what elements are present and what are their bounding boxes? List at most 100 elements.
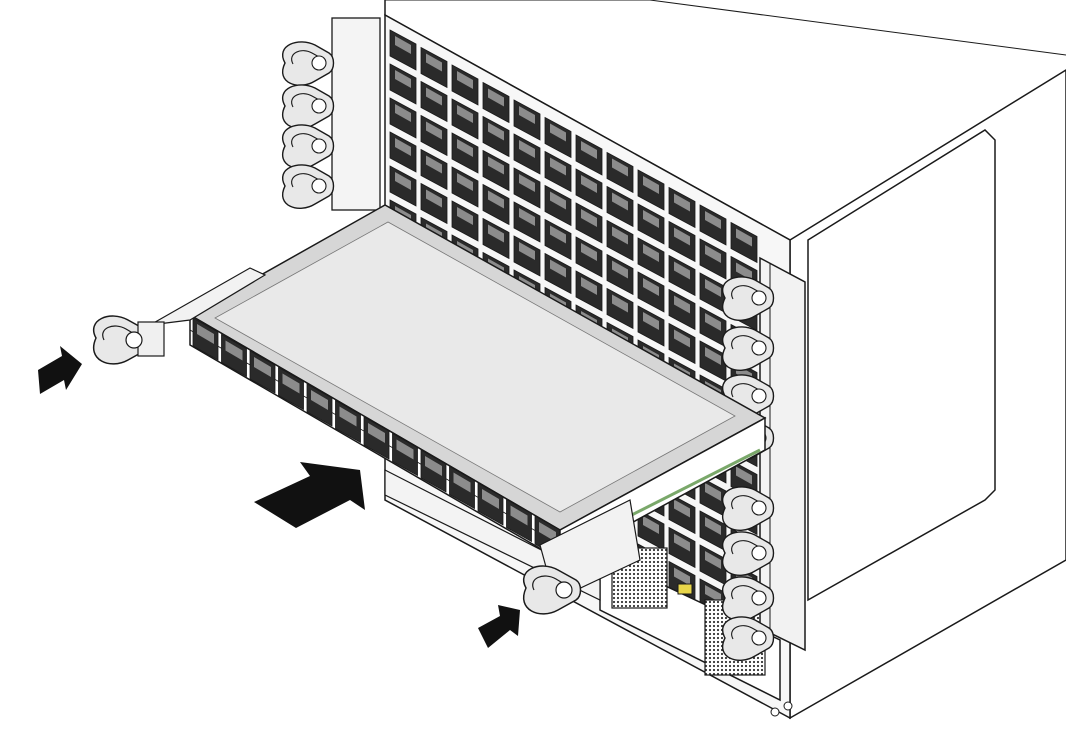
chassis-port (389, 97, 417, 139)
module-top-highlight (214, 221, 736, 513)
push-arrow-center (254, 462, 365, 528)
chassis-port (730, 221, 758, 264)
latch-screw (311, 98, 327, 114)
module-port (221, 333, 247, 378)
module-port (506, 498, 532, 543)
chassis-port (482, 81, 510, 124)
chassis-port (668, 492, 696, 535)
chassis-port (668, 526, 696, 569)
chassis-port (420, 148, 448, 191)
latch-screw (751, 630, 767, 646)
chassis-port (544, 184, 572, 227)
chassis-port (575, 134, 603, 176)
rail-latch (722, 616, 775, 661)
latch-screw (311, 55, 327, 71)
chassis-top-panel (385, 0, 1066, 56)
chassis-port (451, 64, 479, 106)
status-label (677, 583, 693, 595)
chassis-port (637, 237, 665, 279)
chassis-screw (783, 701, 793, 711)
chassis-port (668, 288, 696, 331)
chassis-port (699, 204, 727, 246)
chassis-port (668, 186, 696, 229)
chassis-port (451, 166, 479, 208)
latch-screw (125, 331, 143, 349)
chassis-side-panel (789, 69, 1066, 720)
module-port (363, 416, 390, 460)
chassis-port (451, 132, 479, 174)
chassis-port (389, 131, 417, 173)
module-port (192, 317, 219, 361)
rail-latch (722, 531, 775, 576)
latch-screw (751, 500, 767, 516)
module-port (278, 366, 304, 411)
chassis-port (482, 183, 510, 226)
module-port (335, 399, 361, 444)
chassis-port (513, 133, 541, 175)
chassis-port (575, 236, 603, 278)
chassis-port (513, 99, 541, 141)
chassis-port (482, 115, 510, 158)
module-port-row (192, 317, 561, 559)
chassis-port (451, 98, 479, 140)
chassis-port (544, 150, 572, 193)
chassis-latch (282, 164, 335, 209)
chassis-latch (282, 84, 335, 129)
chassis-port (482, 217, 510, 260)
chassis-port (637, 203, 665, 245)
chassis-port (544, 252, 572, 295)
rail-latch (722, 276, 775, 321)
chassis-port (544, 116, 572, 159)
chassis-port (606, 185, 634, 228)
chassis-port (513, 201, 541, 243)
module-port (477, 482, 504, 526)
chassis-screw (770, 707, 780, 717)
chassis-port (606, 219, 634, 262)
chassis-port (420, 182, 448, 225)
chassis-port (637, 305, 665, 347)
chassis-port (513, 235, 541, 277)
chassis-port (389, 63, 417, 105)
chassis-port (544, 218, 572, 261)
chassis-port (451, 200, 479, 242)
module-port (449, 465, 475, 510)
chassis-port (389, 29, 417, 71)
module-right-latch (523, 565, 582, 615)
module-rail-accent (611, 448, 761, 527)
rail-latch (722, 486, 775, 531)
module-port (420, 449, 447, 493)
chassis-port (575, 202, 603, 244)
module-port (249, 350, 276, 394)
latch-stack-frame (331, 17, 381, 211)
arrow-right-icon (38, 346, 82, 394)
module-port (392, 432, 418, 477)
chassis-port (482, 149, 510, 192)
module-left-latch (93, 315, 165, 365)
chassis-port (606, 151, 634, 194)
chassis-port (606, 253, 634, 296)
chassis-port (420, 114, 448, 157)
latch-screw (311, 138, 327, 154)
module-port (306, 383, 333, 427)
chassis-port (668, 254, 696, 297)
chassis-port (668, 322, 696, 365)
latch-screw (751, 590, 767, 606)
latch-screw (751, 545, 767, 561)
push-arrow-right (478, 605, 520, 648)
chassis-port (699, 238, 727, 280)
chassis-side-window (807, 129, 996, 602)
chassis-port (637, 271, 665, 313)
arrow-right-icon (254, 462, 365, 528)
latch-screw (751, 290, 767, 306)
chassis-latch-stack (282, 17, 381, 211)
arrow-right-icon (478, 605, 520, 648)
latch-screw (311, 178, 327, 194)
latch-screw (751, 340, 767, 356)
rail-latch (722, 326, 775, 371)
push-arrow-left (38, 346, 82, 394)
chassis-port (420, 80, 448, 123)
rail-latch (722, 576, 775, 621)
chassis-latch (282, 41, 335, 86)
chassis-port (668, 220, 696, 263)
